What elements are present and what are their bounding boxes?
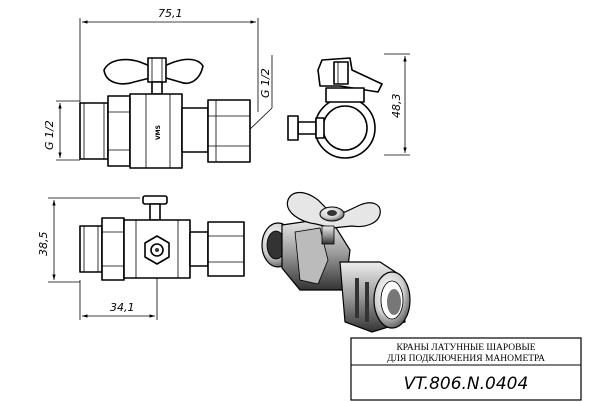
plan-union-nut (207, 221, 245, 277)
dim-height-plan: 38,5 (37, 232, 50, 257)
plan-neck (189, 231, 209, 267)
valve-body (129, 93, 183, 169)
title-block-frame (350, 337, 582, 401)
dim-thread-left: G 1/2 (43, 120, 56, 150)
gauge-port-stem (297, 121, 317, 135)
plan-left-hex (101, 217, 125, 281)
side-handle (317, 57, 383, 93)
connector-neck (181, 107, 209, 153)
title-line-2: ДЛЯ ПОДКЛЮЧЕНИЯ МАНОМЕТРА (387, 354, 545, 364)
dim-offset-plan: 34,1 (110, 301, 135, 314)
plan-male-end (79, 225, 103, 273)
title-line-1: КРАНЫ ЛАТУННЫЕ ШАРОВЫЕ (396, 343, 535, 353)
male-thread-end (79, 102, 109, 160)
knob-cap (142, 195, 168, 205)
front-view: 75,1 G 1/2 G 1/2 VMS (43, 7, 273, 169)
product-code: VT.806.N.0404 (404, 374, 529, 394)
union-nut (207, 99, 251, 163)
dim-thread-side: G 1/2 (259, 68, 272, 98)
side-neck (325, 87, 365, 103)
gauge-port-center (155, 248, 159, 252)
side-view: 48,3 (287, 53, 410, 159)
iso-stem (321, 225, 335, 245)
dim-height-side: 48,3 (390, 94, 403, 119)
plan-view: 38,5 34,1 (37, 195, 245, 320)
body-marking: VMS (155, 125, 162, 140)
iso-handle (286, 191, 381, 229)
isometric-view (261, 191, 411, 333)
side-handle-nut (333, 61, 349, 85)
body-inner-circle (322, 105, 368, 151)
title-block: КРАНЫ ЛАТУННЫЕ ШАРОВЫЕ ДЛЯ ПОДКЛЮЧЕНИЯ М… (350, 337, 582, 401)
gauge-port-cap (287, 115, 299, 141)
stem (151, 81, 163, 95)
handle-nut (147, 57, 167, 83)
thread-leader (246, 107, 273, 133)
left-hex (107, 95, 131, 167)
knob-stem (149, 203, 161, 221)
dim-overall-length: 75,1 (158, 7, 183, 20)
